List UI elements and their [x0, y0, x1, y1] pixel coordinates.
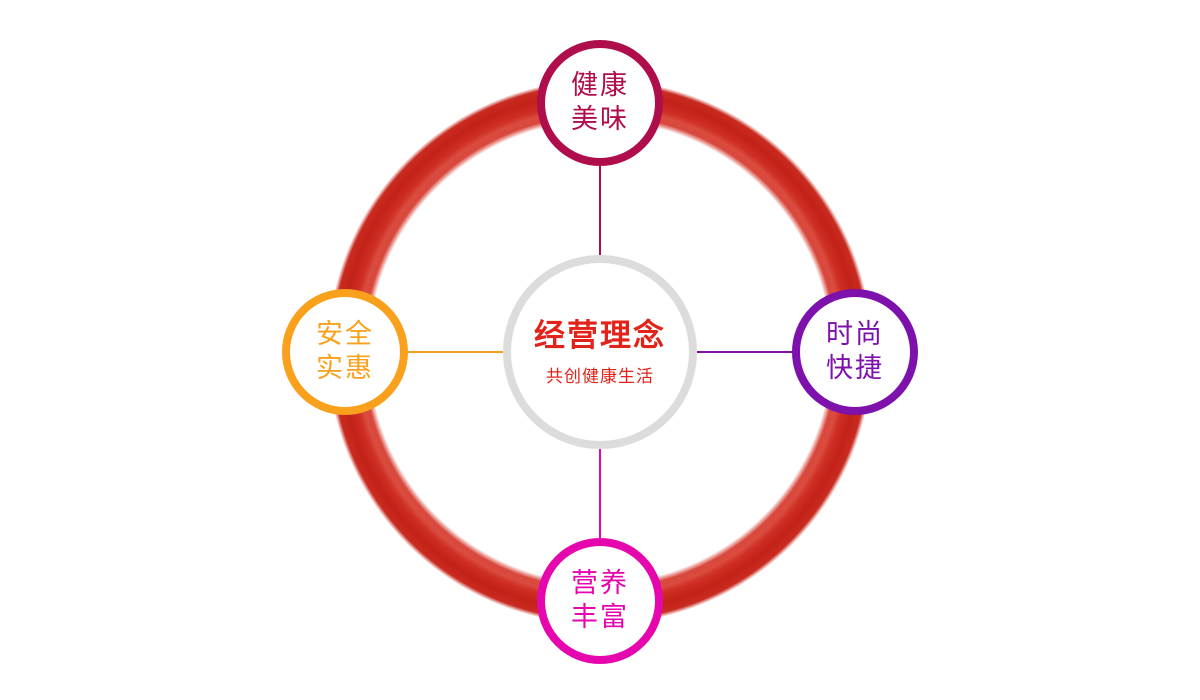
node-label-line: 快捷 — [826, 353, 884, 383]
node-fashion-fast: 时尚 快捷 — [792, 289, 918, 415]
connector-top — [599, 166, 601, 255]
center-subtitle: 共创健康生活 — [546, 367, 654, 387]
node-label-line: 实惠 — [316, 353, 374, 383]
node-label-line: 安全 — [316, 319, 374, 350]
connector-right — [697, 351, 792, 353]
node-healthy-tasty: 健康 美味 — [537, 40, 663, 166]
connector-left — [408, 351, 503, 353]
center-circle: 经营理念 共创健康生活 — [503, 255, 697, 449]
center-title: 经营理念 — [534, 317, 666, 353]
connector-bottom — [599, 449, 601, 538]
node-label-line: 健康 — [571, 70, 629, 101]
node-label-line: 时尚 — [826, 319, 884, 350]
node-label-line: 丰富 — [571, 602, 629, 632]
node-label-line: 营养 — [571, 568, 629, 599]
node-safe-affordable: 安全 实惠 — [282, 289, 408, 415]
node-nutrition-rich: 营养 丰富 — [537, 538, 663, 664]
node-label-line: 美味 — [571, 104, 629, 134]
